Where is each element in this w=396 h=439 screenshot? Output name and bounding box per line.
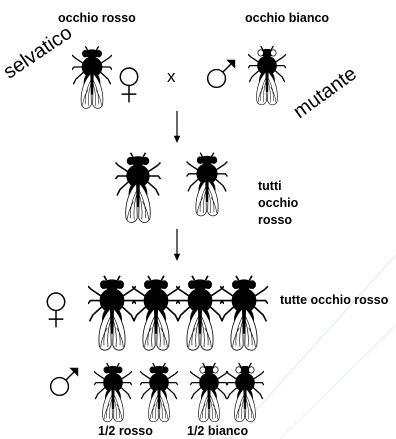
f1-label-line-1: tutti [258, 178, 298, 195]
f2-male-white-label: 1/2 bianco [187, 425, 248, 438]
parent-left-label: occhio rosso [58, 12, 136, 25]
female-symbol-icon [45, 290, 67, 330]
fly-f1-female [113, 152, 163, 227]
fly-parent-male-white-eye [248, 44, 286, 110]
fly-f2-female-3 [176, 274, 224, 356]
female-symbol-icon [118, 66, 140, 104]
fly-f2-male-red-1 [94, 362, 132, 426]
parent-right-label: occhio bianco [245, 12, 329, 25]
f2-male-red-label: 1/2 rosso [98, 425, 153, 438]
f2-female-label: tutte occhio rosso [280, 294, 388, 307]
fly-f2-female-2 [132, 274, 180, 356]
male-symbol-icon [205, 58, 237, 90]
f1-label-line-3: rosso [258, 212, 298, 229]
fly-f2-female-4 [220, 274, 268, 356]
cross-symbol: x [167, 68, 176, 85]
fly-f2-female-1 [88, 274, 136, 356]
f1-label-line-2: occhio [258, 195, 298, 212]
fly-f1-male [186, 152, 228, 220]
down-arrow-icon [173, 108, 181, 146]
f1-label: tutti occhio rosso [258, 178, 298, 229]
fly-f2-male-white-2 [226, 362, 264, 426]
down-arrow-icon [173, 226, 181, 264]
fly-f2-male-white-1 [190, 362, 228, 426]
fly-f2-male-red-2 [140, 362, 178, 426]
fly-parent-female-red-eye [72, 44, 112, 114]
male-symbol-icon [48, 366, 80, 398]
